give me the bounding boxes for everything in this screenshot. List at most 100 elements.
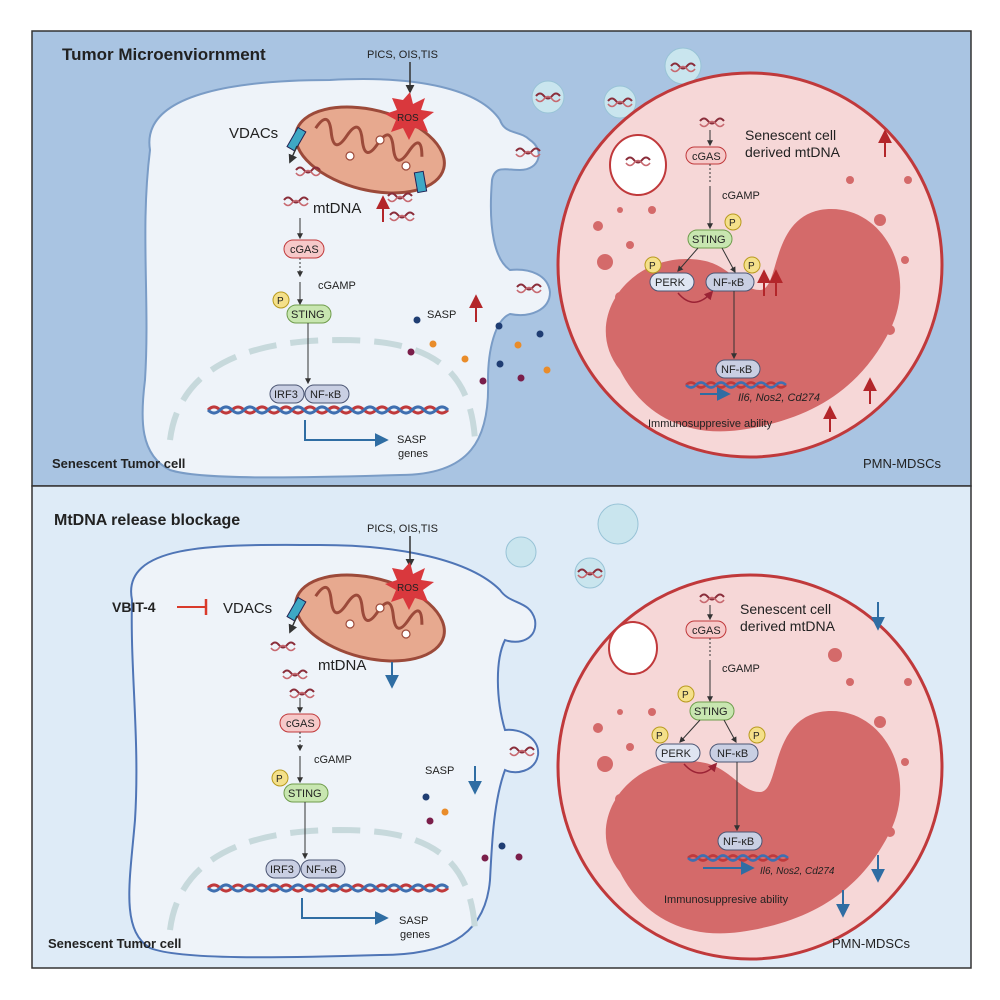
irf3-label: IRF3: [274, 389, 298, 401]
sting-label: STING: [291, 309, 325, 321]
perk-node: [649, 272, 695, 292]
phosphate-label: P: [656, 731, 663, 742]
perk-label: PERK: [661, 748, 692, 760]
irf3-node: [265, 859, 301, 879]
cgas-label: cGAS: [290, 244, 319, 256]
nfkb-node: [709, 743, 759, 763]
vdac-release-arrow: [288, 145, 298, 164]
perk-node: [655, 743, 701, 763]
sasp-genes-label-line2: genes: [398, 448, 428, 460]
nfkb-node: [300, 859, 346, 879]
phosphate-badge: [651, 726, 669, 744]
phosphate-label: P: [276, 774, 283, 785]
panel-bottom-title: MtDNA release blockage: [54, 512, 240, 529]
phosphate-label: P: [748, 261, 755, 272]
nfkb-node: [705, 272, 755, 292]
pathway-arrow: [723, 719, 737, 744]
cell-label: Senescent Tumor cell: [48, 936, 181, 951]
senescent-tumor-cell: [141, 78, 552, 479]
mdsc-label: PMN-MDSCs: [832, 936, 910, 951]
nfkb-label: NF-κB: [713, 277, 744, 289]
pathway-arrow: [721, 247, 736, 274]
sasp-transcription-arrow: [304, 420, 389, 447]
sting-label: STING: [694, 706, 728, 718]
mtdna-vesicles: [505, 503, 639, 757]
cgamp-label: cGAMP: [314, 754, 352, 766]
nfkb-node: [304, 384, 350, 404]
cgas-label: cGAS: [692, 151, 721, 163]
panel-bottom: MtDNA release blockage PICS, OIS,TIS ROS…: [31, 485, 972, 969]
sting-label: STING: [288, 788, 322, 800]
cgas-node: [685, 620, 727, 639]
phosphate-label: P: [753, 731, 760, 742]
irf3-label: IRF3: [270, 864, 294, 876]
inhibitor-label: VBIT-4: [112, 599, 156, 615]
sasp-genes-label-line1: SASP: [397, 434, 426, 446]
vdacs-label: VDACs: [229, 125, 278, 142]
mdsc-mtdna-label-line1: Senescent cell: [740, 601, 831, 617]
immunosuppression-label: Immunosuppresive ability: [648, 418, 773, 430]
vdac-release-arrow: [288, 615, 298, 634]
nfkb-label: NF-κB: [723, 836, 754, 848]
ros-burst: [385, 562, 434, 610]
phosphate-badge: [271, 769, 289, 787]
ros-label: ROS: [397, 583, 419, 594]
mdsc-mtdna-label-line2: derived mtDNA: [740, 618, 836, 634]
cgamp-label: cGAMP: [318, 280, 356, 292]
nfkb-label: NF-κB: [721, 364, 752, 376]
mdsc-mtdna-label-line1: Senescent cell: [745, 127, 836, 143]
sasp-transcription-arrow: [301, 898, 389, 925]
mdsc-label: PMN-MDSCs: [863, 456, 941, 471]
panel-top: Tumor Microenviornment PICS, OIS,TIS ROS…: [31, 30, 972, 487]
nfkb-nuclear-node: [717, 831, 763, 851]
target-genes-label: Il6, Nos2, Cd274: [760, 866, 835, 877]
stimulus-label: PICS, OIS,TIS: [367, 523, 438, 535]
mdsc-vesicle: [608, 621, 658, 675]
cgas-node: [685, 146, 727, 165]
cgas-label: cGAS: [692, 625, 721, 637]
mtdna-vesicles: [515, 47, 702, 294]
phosphate-badge: [748, 726, 766, 744]
phosphate-label: P: [277, 296, 284, 307]
mdsc-mtdna-label-line2: derived mtDNA: [745, 144, 841, 160]
cgamp-label: cGAMP: [722, 190, 760, 202]
phosphate-badge: [272, 291, 290, 309]
phosphate-label: P: [682, 690, 689, 701]
vdac-channel-2: [413, 170, 428, 194]
target-genes-label: Il6, Nos2, Cd274: [738, 392, 820, 404]
panel-top-title: Tumor Microenviornment: [62, 45, 266, 64]
phosphate-badge: [724, 213, 742, 231]
perk-activation-arrow: [683, 762, 718, 774]
sasp-label: SASP: [427, 309, 456, 321]
phosphate-badge: [743, 256, 761, 274]
nfkb-label: NF-κB: [306, 864, 337, 876]
mdsc-vesicle: [609, 134, 667, 196]
perk-label: PERK: [655, 277, 686, 289]
nfkb-nuclear-node: [715, 359, 761, 379]
pathway-arrow: [677, 247, 699, 272]
mdsc-granules: [593, 176, 912, 335]
phosphate-label: P: [729, 218, 736, 229]
sting-node: [689, 701, 735, 721]
sting-node: [687, 229, 733, 249]
sasp-label: SASP: [425, 765, 454, 777]
pathway-arrow: [679, 719, 701, 743]
vdac-channel: [286, 596, 307, 622]
sasp-genes-label-line1: SASP: [399, 915, 428, 927]
sting-label: STING: [692, 234, 726, 246]
vdac-channel: [286, 126, 307, 152]
sting-node: [283, 783, 329, 803]
vdacs-label: VDACs: [223, 600, 272, 617]
mtdna-label: mtDNA: [313, 200, 361, 217]
phosphate-badge: [677, 685, 695, 703]
stimulus-label: PICS, OIS,TIS: [367, 49, 438, 61]
phosphate-badge: [644, 256, 662, 274]
sasp-factor-dots: [407, 316, 551, 385]
sasp-genes-label-line2: genes: [400, 929, 430, 941]
cell-label: Senescent Tumor cell: [52, 456, 185, 471]
immunosuppression-label: Immunosuppresive ability: [664, 894, 789, 906]
ros-burst: [385, 92, 434, 140]
nfkb-label: NF-κB: [310, 389, 341, 401]
sasp-factor-dots: [422, 793, 523, 862]
